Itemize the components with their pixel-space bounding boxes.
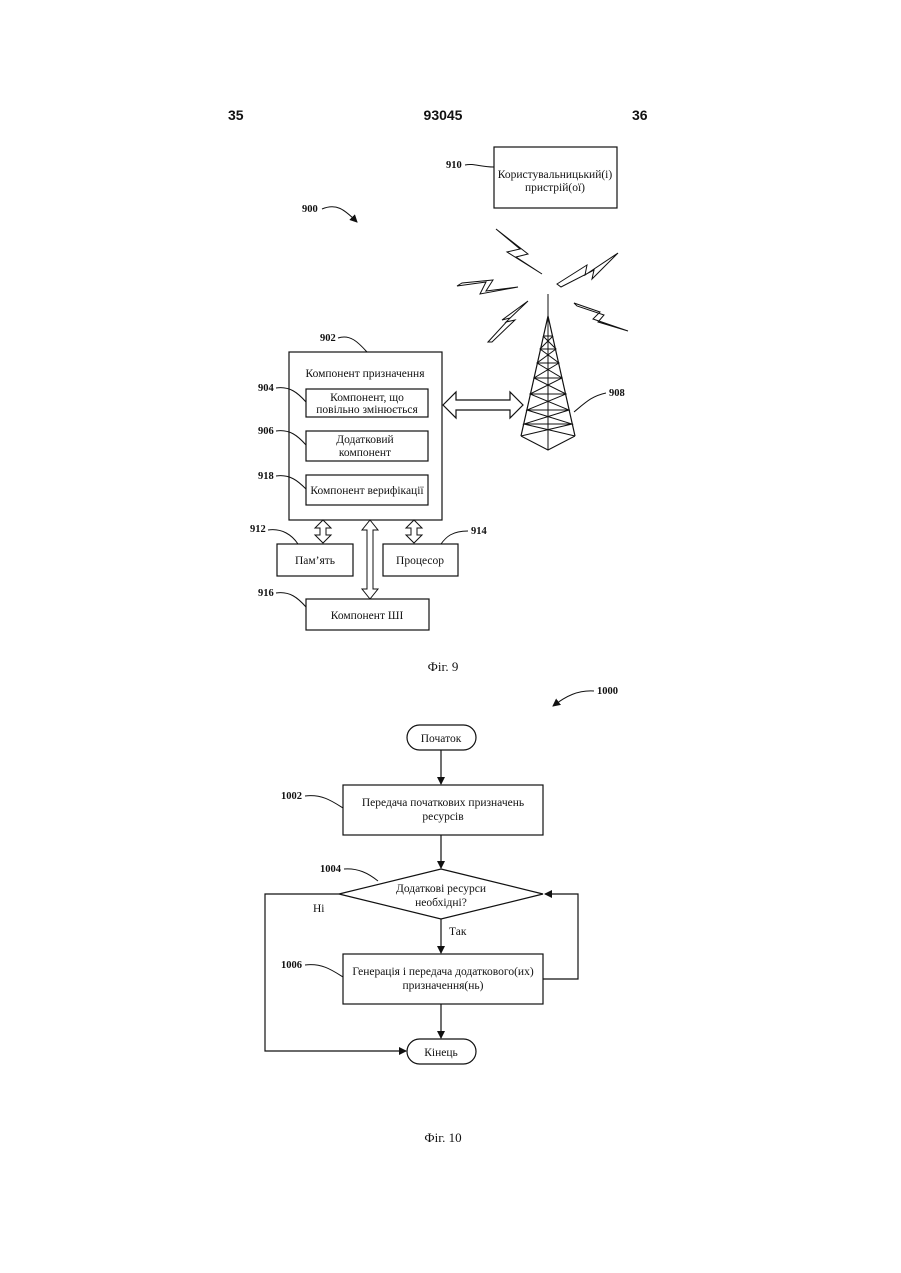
wireless-signal-icon bbox=[457, 229, 628, 342]
verification-component-label: Компонент верифікації bbox=[310, 485, 424, 497]
slow-component-label-1: Компонент, що bbox=[330, 392, 404, 404]
step-1002-label-1: Передача початкових призначень bbox=[362, 797, 524, 809]
memory-link-arrow bbox=[315, 520, 331, 543]
start-label: Початок bbox=[421, 733, 462, 745]
user-device-label-2: пристрій(ої) bbox=[525, 182, 585, 194]
figure-10: 1000 Початок 1002 Передача початкових пр… bbox=[265, 686, 618, 1145]
memory-label: Пам’ять bbox=[295, 555, 335, 567]
ref-904: 904 bbox=[258, 383, 275, 394]
ref-914-leader bbox=[441, 531, 468, 544]
ref-916-leader bbox=[276, 593, 306, 607]
ai-link-arrow bbox=[362, 520, 378, 599]
ref-1002-leader bbox=[305, 796, 343, 808]
ref-906: 906 bbox=[258, 426, 274, 437]
no-label: Ні bbox=[313, 903, 325, 915]
page-number-left: 35 bbox=[228, 107, 244, 123]
ref-1002: 1002 bbox=[281, 791, 302, 802]
ref-910: 910 bbox=[446, 160, 462, 171]
ref-900: 900 bbox=[302, 204, 318, 215]
figure-10-caption: Фіг. 10 bbox=[424, 1130, 461, 1145]
ref-1006: 1006 bbox=[281, 960, 302, 971]
step-1006-label-2: призначення(нь) bbox=[403, 980, 484, 992]
ref-908: 908 bbox=[609, 388, 625, 399]
additional-component-label-2: компонент bbox=[339, 447, 391, 459]
figure-9-caption: Фіг. 9 bbox=[428, 659, 459, 674]
ai-component-label: Компонент ШІ bbox=[331, 610, 404, 622]
ref-914: 914 bbox=[471, 526, 488, 537]
decision-1004-label-2: необхідні? bbox=[415, 897, 467, 909]
figure-9: 900 910 Користувальницький(і) пристрій(о… bbox=[250, 147, 628, 674]
ref-902: 902 bbox=[320, 333, 336, 344]
tower-icon bbox=[521, 294, 575, 450]
yes-label: Так bbox=[449, 926, 467, 938]
page-number-right: 36 bbox=[632, 107, 648, 123]
ref-1000: 1000 bbox=[597, 686, 618, 697]
ref-912: 912 bbox=[250, 524, 266, 535]
ref-1004-leader bbox=[344, 869, 378, 881]
assignment-component-title: Компонент призначення bbox=[305, 368, 425, 380]
ref-916: 916 bbox=[258, 588, 274, 599]
flow-arrow-loop bbox=[543, 894, 578, 979]
ref-918: 918 bbox=[258, 471, 274, 482]
additional-component-label-1: Додатковий bbox=[336, 434, 393, 446]
ref-1004: 1004 bbox=[320, 864, 342, 875]
step-1002-box bbox=[343, 785, 543, 835]
slow-component-label-2: повільно змінюється bbox=[316, 404, 418, 416]
bidirectional-link-arrow bbox=[443, 392, 523, 418]
ref-902-leader bbox=[338, 337, 367, 352]
processor-label: Процесор bbox=[396, 555, 444, 567]
ref-1006-leader bbox=[305, 965, 343, 977]
step-1006-box bbox=[343, 954, 543, 1004]
ref-1000-arrow bbox=[553, 691, 594, 706]
ref-908-leader bbox=[574, 393, 606, 412]
document-number: 93045 bbox=[424, 107, 463, 123]
ref-910-leader bbox=[465, 164, 494, 167]
decision-1004-label-1: Додаткові ресурси bbox=[396, 883, 486, 895]
ref-900-arrow bbox=[322, 207, 357, 222]
step-1002-label-2: ресурсів bbox=[422, 811, 464, 823]
processor-link-arrow bbox=[406, 520, 422, 543]
user-device-label-1: Користувальницький(і) bbox=[498, 169, 613, 181]
ref-912-leader bbox=[268, 530, 298, 544]
end-label: Кінець bbox=[424, 1047, 458, 1059]
step-1006-label-1: Генерація і передача додаткового(их) bbox=[352, 966, 534, 978]
